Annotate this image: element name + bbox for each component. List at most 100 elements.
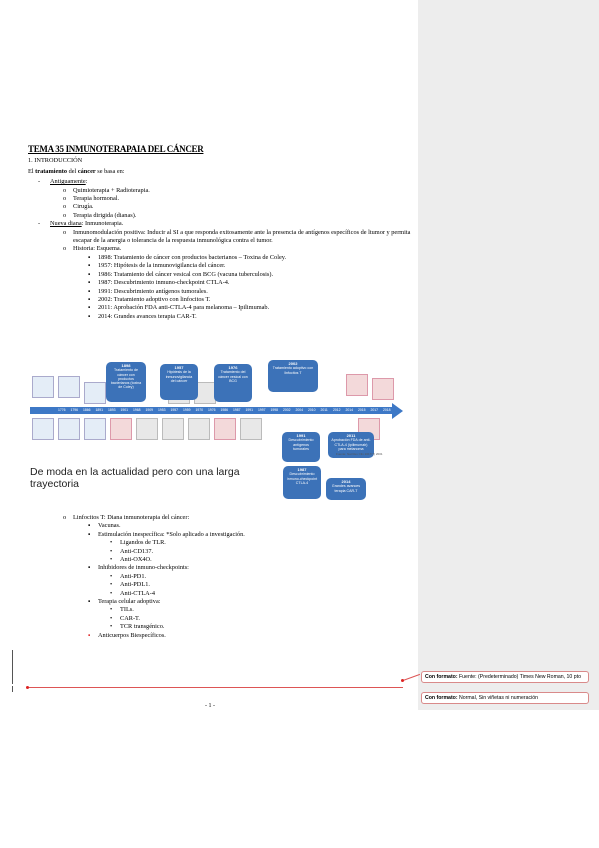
timeline-tick-label: 1796 [70,408,79,412]
timeline-tick-label: 1976 [208,408,216,412]
comment-connector-line [28,687,403,688]
comment-pane-lower [418,710,599,848]
timeline-tick-label: 2014 [345,408,354,412]
list-item: •TCR transgénico. [110,623,165,631]
timeline-tick-label: 1970 [195,408,204,412]
list-item: •Anti-OX4O. [110,556,152,564]
comment-pane [418,0,599,710]
history-item: ▪1987: Descubrimiento inmuno-checkpoint … [88,279,230,287]
timeline-tick-label: 1986 [220,408,229,412]
revision-bar [12,650,13,684]
format-comment-2[interactable]: Con formato: Normal, Sin viñetas ni nume… [421,692,589,705]
timeline-card [58,418,80,440]
timeline-tick-label: 1866 [83,408,91,412]
history-item: ▪1986: Tratamiento del cáncer vesical co… [88,270,274,278]
list-item: •Anti-CD137. [110,547,154,555]
timeline-tick-label: 1968 [133,408,141,412]
timeline-card [188,418,210,440]
timeline-card [32,376,54,398]
list-item: ▪Anticuerpos Biespecíficos. [88,631,166,639]
timeline-tick-label: 2002 [283,408,291,412]
list-item: •Ligandos de TLR. [110,539,166,547]
timeline-card [214,418,236,440]
timeline-tick-label: 1909 [145,408,154,412]
timeline-card [58,376,80,398]
timeline-tick-label: 1991 [245,408,254,412]
timeline-card [162,418,184,440]
timeline-tick-label: 1987 [233,408,241,412]
history-item: ▪2011: Aprobación FDA anti-CTLA-4 para m… [88,304,270,312]
timeline-card [84,418,106,440]
comment-anchor-icon[interactable] [401,679,404,682]
history-item: ▪1898: Tratamiento de cáncer con product… [88,253,287,261]
list-item: ▪Inhibidores de inmuno-checkpoints: [88,564,189,572]
timeline-card [240,418,262,440]
list-item-nueva-diana: -Nueva diana: Inmunoterapia. [38,220,124,228]
figure-slogan: De moda en la actualidad pero con una la… [30,466,240,490]
timeline-tick-label: 2010 [308,408,316,412]
format-comment-1[interactable]: Con formato: Fuente: (Predeterminado) Ti… [421,671,589,684]
timeline-tick-label: 1959 [183,408,191,412]
timeline-tick-label: 1893 [108,408,116,412]
timeline-tick-label: 1891 [95,408,104,412]
comment-anchor-icon[interactable] [26,686,29,689]
timeline-card [84,382,106,404]
timeline-tick-label: 1901 [120,408,129,412]
timeline-arrow-icon [392,403,403,419]
list-item: •Anti-CTLA-4 [110,589,155,597]
timeline-tick-label: 2017 [370,408,379,412]
list-item: •Anti-PD1. [110,572,147,580]
timeline-tick-label: 1957 [170,408,179,412]
list-item: •TILs. [110,606,134,614]
timeline-card [346,374,368,396]
history-item: ▪2002: Tratamiento adoptivo con linfocit… [88,295,211,303]
timeline-card [372,378,394,400]
timeline-axis [30,407,392,414]
list-item: •Anti-PDL1. [110,581,150,589]
list-item-antiguamente: -Antiguamente: [38,178,88,186]
document-title: TEMA 35 INMUNOTERAPAIA DEL CÁNCER [28,144,204,154]
timeline-tick-label: 2004 [295,408,304,412]
timeline-tick-label: 2015 [358,408,366,412]
revision-bar [12,686,13,692]
intro-paragraph: El tratamiento del cáncer se basa en: [28,167,125,175]
history-item: ▪1991: Descubrimiento antígenos tumorale… [88,287,208,295]
timeline-tick-label: 2011 [320,408,328,412]
section-heading: 1. INTRODUCCIÓN [28,157,83,165]
list-item: •CAR-T. [110,614,140,622]
timeline-tick-label: 2012 [333,408,341,412]
list-item: ▪Estimulación inespecífica: *Solo aplica… [88,530,245,538]
history-item: ▪2014: Grandes avances terapia CAR-T. [88,312,197,320]
timeline-card [32,418,54,440]
timeline-card [136,418,158,440]
timeline-tick-label: 1953 [158,408,166,412]
document-body[interactable]: TEMA 35 INMUNOTERAPAIA DEL CÁNCER 1. INT… [28,144,413,321]
timeline-tick-label: 1998 [270,408,279,412]
list-item: ▪Terapia celular adoptiva: [88,598,161,606]
figure-source: Fuente: Nat Rev Clin 2017(7) 2001 [336,452,383,456]
timeline-tick-label: 2018 [383,408,391,412]
timeline-card [110,418,132,440]
page-number: - 1 - [205,703,215,709]
history-item: ▪1957: Hipótesis de la inmunovigilancia … [88,262,226,270]
list-item: ▪Vacunas. [88,522,121,530]
timeline-tick-label: 1776 [58,408,66,412]
timeline-tick-label: 1997 [258,408,266,412]
